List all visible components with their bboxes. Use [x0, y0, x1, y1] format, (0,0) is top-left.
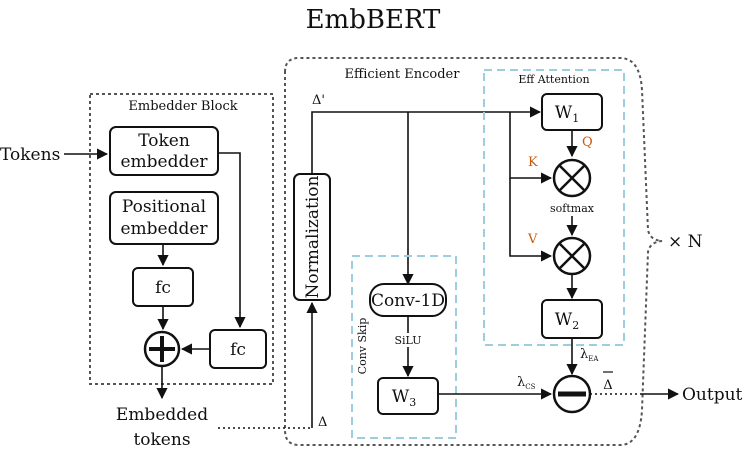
multiply-node-v	[552, 236, 592, 276]
positional-embedder-box: Positional embedder	[109, 191, 219, 245]
sum-node	[143, 330, 181, 368]
w2-box: W2	[541, 299, 603, 339]
conv-skip-label: Conv Skip	[356, 318, 369, 375]
k-label: K	[528, 155, 538, 170]
diagram-title: EmbBERT	[306, 5, 441, 35]
w3-label: W3	[392, 387, 416, 409]
svg-text:Δ: Δ	[603, 378, 612, 393]
eff-attention-label: Eff Attention	[518, 73, 589, 86]
q-label: Q	[582, 135, 593, 150]
w1-label: W1	[555, 103, 579, 125]
embedder-block-frame	[89, 93, 274, 385]
output-label: Output	[682, 385, 743, 405]
conv-skip-frame	[351, 255, 457, 439]
fc-left-box: fc	[132, 267, 194, 307]
embedded-tokens-line1: Embedded	[116, 405, 208, 425]
token-embedder-line2: embedder	[120, 152, 208, 172]
multiply-node-qk	[552, 158, 592, 198]
token-to-fc-arrow	[218, 152, 246, 329]
w3-box: W3	[377, 377, 439, 415]
v-label: V	[527, 232, 538, 247]
efficient-encoder-label: Efficient Encoder	[345, 67, 461, 82]
normalization-box: Normalization	[293, 173, 331, 301]
silu-label: SiLU	[394, 334, 421, 347]
token-embedder-line1: Token	[138, 131, 190, 151]
norm-to-w1-arrow	[311, 106, 542, 174]
w2-label: W2	[555, 310, 579, 332]
fc-right-label: fc	[230, 340, 246, 360]
eff-attention-frame	[483, 69, 625, 346]
efficient-encoder-frame	[284, 57, 663, 446]
v-arrow	[509, 178, 553, 262]
delta-prime-label: Δ'	[312, 93, 325, 108]
fc-right-box: fc	[209, 329, 267, 369]
lambda-ea-label: λEA	[580, 347, 599, 363]
normalization-label: Normalization	[303, 176, 323, 299]
positional-embedder-line2: embedder	[120, 219, 208, 239]
silu-bg	[392, 333, 426, 347]
w1-box: W1	[541, 93, 603, 131]
tokens-input-label: Tokens	[0, 145, 60, 165]
embedded-tokens-line2: tokens	[133, 430, 190, 450]
fc-left-label: fc	[155, 278, 171, 298]
delta-label: Δ	[318, 415, 327, 430]
embedder-block-label: Embedder Block	[128, 99, 237, 114]
delta-bar-label: Δ	[603, 371, 613, 393]
conv1d-label: Conv-1D	[371, 291, 445, 311]
token-embedder-box: Token embedder	[109, 126, 219, 176]
conv1d-box: Conv-1D	[369, 283, 447, 317]
softmax-label: softmax	[550, 202, 595, 215]
positional-embedder-line1: Positional	[122, 197, 206, 217]
lambda-cs-label: λCS	[517, 375, 536, 391]
repeat-n-label: × N	[668, 232, 703, 252]
combine-node	[552, 374, 592, 414]
